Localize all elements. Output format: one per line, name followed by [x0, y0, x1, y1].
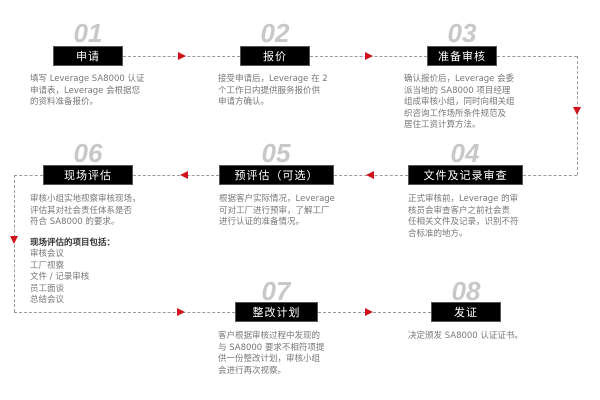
connector-04-right	[523, 175, 577, 176]
step-description: 接受申请后，Leverage 在 2 个工作日内提供服务报价供 申请方确认。	[218, 74, 328, 107]
connector-03-04-vertical	[577, 56, 578, 175]
connector-07-08	[318, 312, 431, 313]
step-number: 08	[451, 276, 481, 306]
step-number: 02	[260, 18, 290, 48]
step-number: 03	[447, 18, 477, 48]
step-title-box: 预评估（可选）	[219, 165, 334, 185]
step-number: 06	[73, 138, 103, 168]
step-description: 根据客户实际情况，Leverage 可对工厂进行预审，了解工厂 进行认证的准备情…	[219, 194, 335, 227]
arrow-right-icon	[177, 308, 185, 316]
step-description: 正式审核前，Leverage 的审 核员会审查客户之前社会责 任相关文件及记录，…	[408, 194, 519, 239]
step-title-box: 准备审核	[427, 46, 497, 66]
step-title-box: 申请	[53, 46, 123, 66]
step-title-box: 现场评估	[43, 165, 133, 185]
assessment-items-title: 现场评估的项目包括：	[30, 237, 116, 248]
assessment-item: 工厂视察	[30, 260, 65, 271]
arrow-right-icon	[365, 308, 373, 316]
connector-03-right	[497, 56, 577, 57]
arrow-right-icon	[178, 52, 186, 60]
step-number: 01	[73, 18, 103, 48]
step-number: 05	[261, 138, 291, 168]
step-title-box: 文件及记录审查	[408, 165, 523, 185]
step-description: 审核小组实地视察审核现场， 评估其对社会责任体系是否 符合 SA8000 的要求…	[30, 194, 141, 305]
connector-05-06	[133, 175, 219, 176]
arrow-down-icon	[10, 236, 18, 244]
step-description: 确认报价后，Leverage 会委 派当地的 SA8000 项目经理 组成审核小…	[404, 74, 515, 130]
arrow-left-icon	[180, 171, 188, 179]
connector-06-left	[14, 175, 43, 176]
step-number: 04	[450, 138, 480, 168]
step-description: 决定颁发 SA8000 认证证书。	[408, 331, 523, 341]
arrow-right-icon	[365, 52, 373, 60]
step-description: 填写 Leverage SA8000 认证 申请表，Leverage 会根据您 …	[30, 74, 145, 107]
connector-06-07	[14, 312, 235, 313]
assessment-item: 审核会议	[30, 249, 65, 259]
step-title-box: 整改计划	[235, 302, 318, 322]
step-title-box: 发证	[431, 302, 501, 322]
assessment-item: 文件 / 记录审核	[30, 272, 90, 282]
step-description: 客户根据审核过程中发现的 与 SA8000 要求不相符项提 供一份整改计划，审核…	[218, 331, 325, 376]
assessment-item: 总结会议	[30, 295, 65, 305]
arrow-down-icon	[573, 107, 581, 115]
assessment-item: 员工面谈	[30, 283, 65, 294]
step-number: 07	[261, 276, 291, 306]
step-title-box: 报价	[240, 46, 310, 66]
arrow-left-icon	[366, 171, 374, 179]
